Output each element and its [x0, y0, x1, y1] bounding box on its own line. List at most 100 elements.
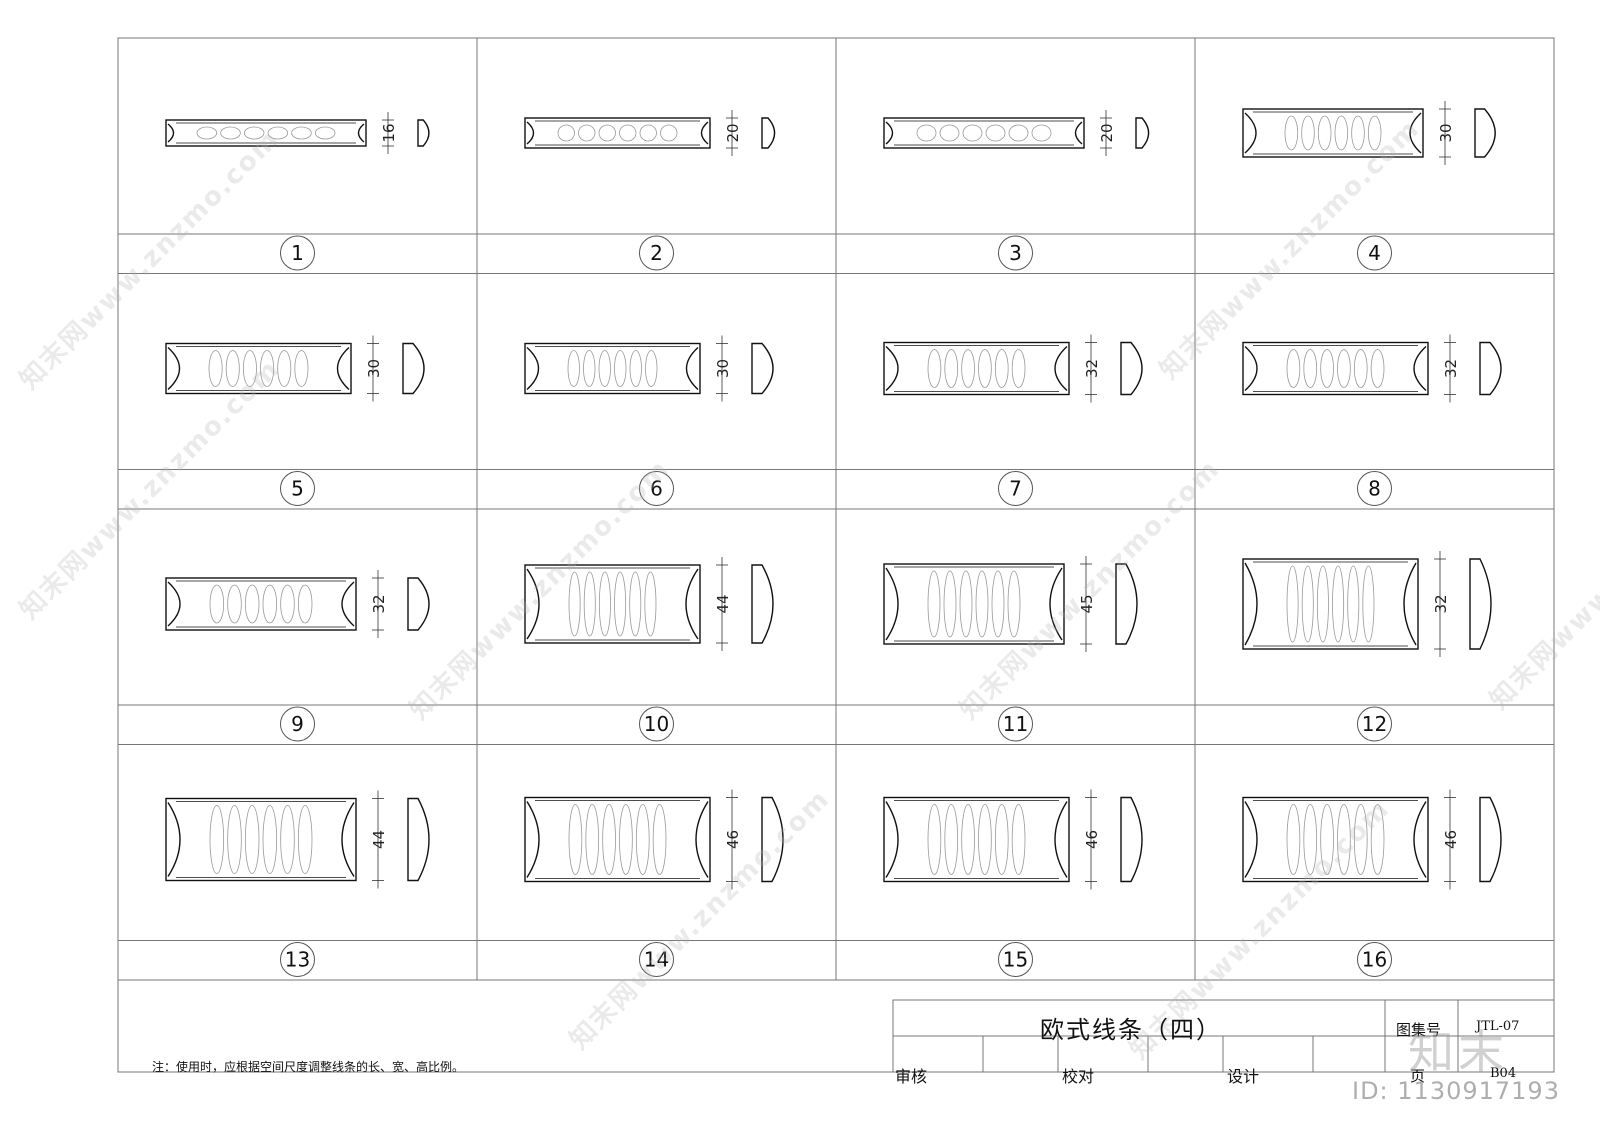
ornament-motif — [1370, 349, 1385, 388]
moulding-outline — [883, 563, 1065, 645]
image-id: ID: 1130917193 — [1352, 1077, 1560, 1105]
moulding-number: 8 — [1368, 477, 1381, 501]
dimension-value: 32 — [1442, 359, 1460, 378]
profile-shape — [1120, 796, 1143, 883]
profile-shape — [402, 342, 425, 395]
number-circle — [1357, 471, 1392, 506]
ornament-motif — [244, 584, 260, 624]
moulding-curve — [1244, 345, 1258, 392]
ornament-motif — [645, 350, 658, 387]
number-circle — [280, 471, 315, 506]
ornament-pattern — [557, 124, 678, 142]
ornament-motif — [1362, 565, 1375, 643]
moulding-curve — [685, 346, 699, 391]
ornament-motif — [225, 350, 240, 387]
ornament-motif — [208, 350, 223, 387]
moulding-cell: 203 — [835, 37, 1196, 274]
proofread-label: 校对 — [1062, 1067, 1095, 1086]
profile-shape — [407, 797, 430, 882]
moulding-curve — [1049, 567, 1063, 641]
moulding-curve — [341, 581, 355, 627]
ornament-motif — [1286, 565, 1299, 643]
ornament-motif — [557, 124, 575, 142]
moulding-curve — [526, 346, 540, 391]
ornament-motif — [602, 804, 616, 875]
moulding-number: 12 — [1362, 712, 1387, 736]
profile-shape — [761, 796, 784, 883]
ornament-motif — [1337, 804, 1351, 875]
moulding-curve — [336, 346, 350, 391]
moulding-curve — [700, 121, 709, 145]
moulding-outline — [165, 119, 367, 147]
moulding-elevation — [883, 117, 1085, 149]
profile-shape — [1120, 341, 1143, 396]
ornament-motif — [644, 571, 657, 637]
number-circle — [1357, 235, 1392, 271]
dimension-line — [372, 570, 384, 638]
ornament-motif — [209, 805, 225, 874]
moulding-outline — [883, 796, 1070, 883]
moulding-number: 13 — [285, 948, 310, 972]
number-circle — [639, 942, 674, 977]
dimension-line — [1444, 789, 1456, 890]
profile-shape — [1479, 341, 1502, 396]
profile-shape — [1115, 563, 1138, 645]
ornament-motif — [583, 571, 596, 637]
profile-shape — [1474, 108, 1496, 158]
ornament-motif — [1320, 804, 1334, 875]
ornament-motif — [629, 571, 642, 637]
ornament-motif — [962, 124, 983, 142]
moulding-elevation — [1242, 108, 1424, 158]
ornament-motif — [614, 571, 627, 637]
number-circle — [639, 471, 674, 506]
dimension-value: 20 — [1098, 123, 1116, 142]
moulding-number: 4 — [1368, 241, 1381, 265]
dimension-value: 30 — [365, 359, 383, 378]
ornament-motif — [1301, 565, 1314, 643]
dimension-value: 30 — [1437, 123, 1455, 142]
ornament-motif — [927, 349, 942, 388]
moulding-elevation — [165, 342, 352, 395]
ornament-motif — [975, 570, 989, 638]
ornament-pattern — [568, 571, 657, 637]
ornament-pattern — [1286, 349, 1385, 388]
review-label: 审核 — [895, 1067, 928, 1086]
sheet-title: 欧式线条（四） — [1040, 1016, 1222, 1044]
ornament-motif — [927, 570, 941, 638]
moulding-outline — [165, 797, 357, 882]
design-label: 设计 — [1227, 1067, 1260, 1086]
dimension-value: 32 — [1432, 594, 1450, 613]
profile-shape — [1135, 117, 1150, 149]
ornament-motif — [1303, 349, 1318, 388]
ornament-motif — [291, 126, 312, 140]
number-circle — [1357, 942, 1392, 977]
ornament-motif — [583, 350, 596, 387]
moulding-cell: 161 — [117, 37, 478, 274]
ornament-motif — [639, 124, 657, 142]
ornament-motif — [267, 126, 289, 140]
ornament-motif — [1317, 115, 1332, 151]
dimension-value: 44 — [370, 830, 388, 849]
ornament-motif — [297, 805, 313, 874]
usage-note: 注：使用时，应根据空间尺度调整线条的长、宽、高比例。 — [152, 1060, 465, 1074]
ornament-motif — [280, 584, 295, 624]
ornament-motif — [585, 804, 600, 875]
moulding-profile — [761, 796, 784, 883]
moulding-outline — [165, 577, 357, 631]
moulding-elevation — [1242, 796, 1429, 883]
moulding-number: 9 — [291, 712, 304, 736]
dimension-value: 46 — [1083, 830, 1101, 849]
moulding-curve — [1413, 345, 1427, 392]
dimension-value: 32 — [370, 594, 388, 613]
moulding-cell: 202 — [476, 37, 837, 274]
moulding-elevation — [165, 577, 357, 631]
moulding-profile — [1120, 796, 1143, 883]
profile-shape — [751, 342, 774, 395]
ornament-motif — [1353, 349, 1368, 388]
ornament-motif — [314, 126, 336, 140]
moulding-outline — [1242, 796, 1429, 883]
cell-border — [835, 744, 1196, 981]
moulding-outline — [524, 342, 701, 395]
dimension-line — [1444, 334, 1456, 403]
